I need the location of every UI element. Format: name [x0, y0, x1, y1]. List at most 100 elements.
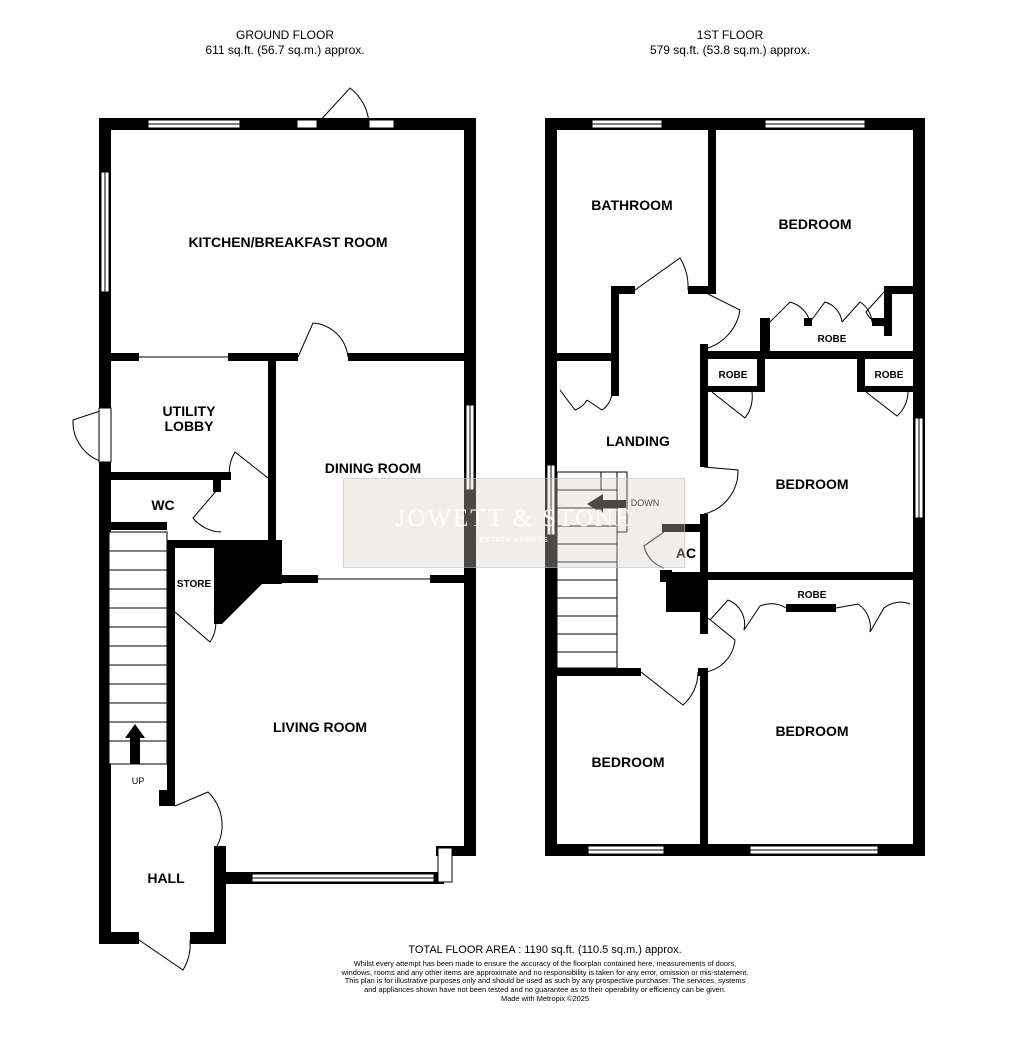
- disclaimer-text: Whilst every attempt has been made to en…: [341, 959, 749, 994]
- gf-wall-living-southeast: [436, 846, 476, 856]
- ff-robe-lower-door-4: [869, 601, 911, 633]
- ff-label-robe-left: ROBE: [719, 370, 748, 381]
- ground-floor-area: 611 sq.ft. (56.7 sq.m.) approx.: [205, 43, 365, 57]
- gf-label-store: STORE: [177, 579, 212, 590]
- total-floor-area: TOTAL FLOOR AREA : 1190 sq.ft. (110.5 sq…: [408, 944, 682, 956]
- ff-label-bedroom-br: BEDROOM: [775, 723, 848, 739]
- ff-bedroom-br-door: [705, 617, 736, 673]
- ff-robe-lower-door-2: [743, 603, 787, 631]
- ff-bedroom-top-door: [707, 293, 741, 349]
- ff-robe-top-door-3: [841, 301, 873, 323]
- first-floor-plan: BATHROOM BEDROOM ROBE ROBE ROBE LANDING …: [545, 118, 925, 856]
- ff-bathroom-door: [634, 257, 689, 291]
- gf-wall-west: [99, 118, 111, 944]
- agent-watermark: JOWETT & STONE ESTATE AGENTS: [343, 478, 685, 568]
- gf-utility-door: [228, 451, 269, 481]
- ff-robe-right-west: [857, 358, 865, 392]
- ff-wall-robe-south: [708, 351, 925, 359]
- gf-wall-dining-west: [268, 357, 276, 579]
- ff-robe-top-east-wall: [884, 286, 913, 294]
- ff-label-bedroom-mid: BEDROOM: [775, 476, 848, 492]
- watermark-subtitle: ESTATE AGENTS: [479, 537, 549, 544]
- ff-wall-bedroom-divider: [700, 668, 708, 856]
- ff-staircase: [556, 471, 628, 669]
- gf-stairs-up-arrow: [125, 724, 145, 764]
- gf-window-kitchen-3: [368, 119, 395, 129]
- gf-label-utility-2: LOBBY: [165, 418, 215, 434]
- gf-label-up: UP: [132, 776, 145, 786]
- gf-wall-hall-east: [214, 846, 226, 944]
- gf-utility-side-door: [72, 409, 104, 463]
- ff-label-bathroom: BATHROOM: [591, 197, 672, 213]
- ff-label-bedroom-top: BEDROOM: [778, 216, 851, 232]
- first-floor-title: 1ST FLOOR: [696, 28, 764, 42]
- ff-label-bedroom-bl: BEDROOM: [591, 754, 664, 770]
- gf-kitchen-dining-door: [297, 322, 349, 358]
- ff-landing-cupboard-door-1: [559, 389, 588, 411]
- ff-robe-lower-door-1: [709, 599, 746, 631]
- gf-label-dining: DINING ROOM: [325, 460, 421, 476]
- gf-wall-utility-wc: [111, 472, 231, 480]
- ff-landing-cupboard-door-2: [586, 391, 613, 411]
- gf-store-door: [174, 611, 217, 643]
- ff-robe-left-door: [711, 391, 753, 419]
- ff-wall-bedroom-mid-west-upper: [700, 355, 708, 467]
- ff-robe-left-east: [757, 358, 765, 392]
- watermark-brand: JOWETT & STONE: [395, 505, 633, 532]
- gf-window-living-bay: [437, 847, 453, 883]
- ff-robe-top-east-post: [884, 286, 892, 336]
- ff-bedroom-bl-door: [640, 671, 699, 706]
- gf-staircase: [108, 531, 168, 765]
- ff-label-down: DOWN: [631, 498, 660, 508]
- plan-footer: TOTAL FLOOR AREA : 1190 sq.ft. (110.5 sq…: [340, 943, 750, 1003]
- gf-wall-store-north: [167, 540, 227, 548]
- first-floor-area: 579 sq.ft. (53.8 sq.m.) approx.: [649, 43, 811, 57]
- ground-floor-plan: KITCHEN/BREAKFAST ROOM UTILITY LOBBY WC …: [72, 87, 476, 971]
- gf-hall-jamb: [159, 790, 175, 806]
- ff-wall-bedroom-mid-south: [708, 572, 925, 580]
- ff-label-landing: LANDING: [606, 433, 670, 449]
- ff-wall-bedroom-bl-north: [557, 668, 641, 676]
- ff-wall-bedroom-mid-west-lower: [700, 514, 708, 634]
- made-with-credit: Made with Metropix ©2025: [500, 994, 590, 1004]
- ff-label-robe-top: ROBE: [818, 334, 847, 345]
- gf-label-utility-1: UTILITY: [163, 403, 217, 419]
- gf-store-block: [214, 540, 282, 624]
- gf-wall-stairs-east: [167, 540, 175, 790]
- gf-kitchen-back-door: [316, 87, 370, 125]
- ff-label-ac: AC: [676, 545, 696, 561]
- gf-wall-hall-south-left: [99, 932, 139, 944]
- ff-robe-lower-center: [786, 604, 836, 612]
- gf-wall-wc-south: [111, 522, 167, 530]
- gf-label-hall: HALL: [147, 870, 185, 886]
- ff-robe-lower-door-3: [835, 603, 871, 633]
- ff-ac-north: [662, 524, 708, 532]
- gf-wc-door: [192, 489, 222, 533]
- ff-label-robe-lower: ROBE: [798, 590, 827, 601]
- ff-wall-bathroom-east-lower: [611, 286, 619, 396]
- gf-wall-hall-south-right: [190, 932, 226, 944]
- ground-floor-header: GROUND FLOOR 611 sq.ft. (56.7 sq.m.) app…: [140, 28, 430, 58]
- gf-window-kitchen-2: [296, 119, 318, 129]
- gf-wc-door-jamb: [213, 480, 221, 492]
- gf-wall-dining-living-2: [430, 575, 476, 583]
- ff-ac-door: [643, 531, 665, 569]
- ff-stairs-down-arrow: [587, 494, 626, 514]
- ff-label-robe-right: ROBE: [875, 370, 904, 381]
- ground-floor-title: GROUND FLOOR: [235, 28, 334, 42]
- gf-wall-kitchen-dining: [348, 353, 476, 361]
- ff-wall-bathroom-bedroom: [688, 286, 708, 294]
- ff-robe-right-south: [857, 386, 913, 392]
- ff-wall-landing-jamb: [700, 344, 708, 358]
- gf-wall-dining-living-1: [276, 575, 318, 583]
- gf-front-door: [138, 939, 191, 971]
- gf-label-wc: WC: [151, 497, 174, 513]
- gf-wall-kitchen-utility-2: [228, 353, 298, 361]
- ff-robe-left-south: [708, 386, 765, 392]
- gf-label-living: LIVING ROOM: [273, 719, 367, 735]
- ff-robe-right-door: [865, 391, 909, 417]
- ff-wall-bathroom-jamb: [611, 286, 635, 294]
- gf-wall-kitchen-utility-1: [99, 353, 139, 361]
- gf-label-kitchen: KITCHEN/BREAKFAST ROOM: [188, 234, 387, 250]
